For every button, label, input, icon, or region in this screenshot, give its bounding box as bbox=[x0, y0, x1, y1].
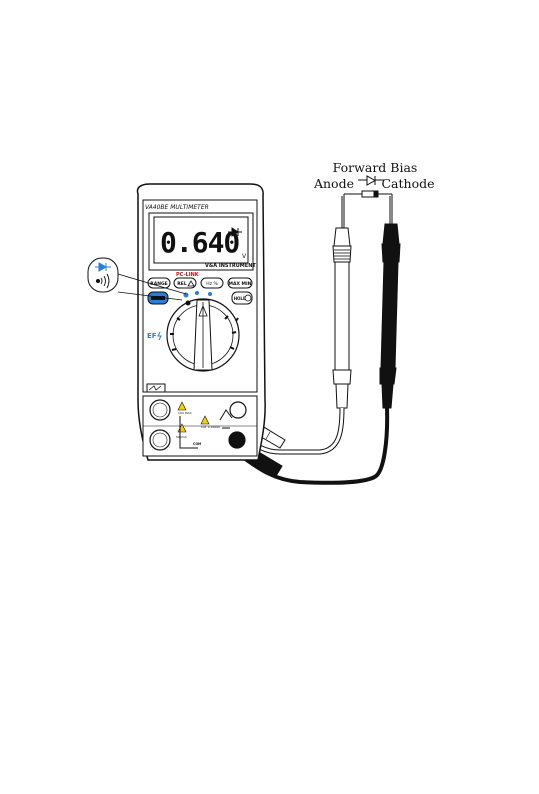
ef-label: EF bbox=[147, 332, 157, 340]
lcd-reading: 0.640 bbox=[160, 226, 239, 259]
meter-brand: V&A INSTRUMENT bbox=[205, 263, 256, 269]
hz-button-label: Hz % bbox=[206, 281, 218, 287]
jack-com-label: COM bbox=[193, 442, 201, 446]
jack-com bbox=[229, 432, 245, 448]
pc-link-label: PC-LINK bbox=[176, 272, 200, 278]
backlight-icon bbox=[245, 295, 251, 301]
jack-ma-label: 500mA bbox=[176, 435, 188, 439]
jack-10a-label: 10A MAX bbox=[178, 411, 192, 415]
caption-anode: Anode bbox=[313, 176, 354, 191]
maxmin-button-label: MAX MIN bbox=[229, 281, 252, 287]
rel-button-label: REL bbox=[177, 281, 187, 287]
multimeter: VA40BE MULTIMETER 0.640 V V&A INSTRUMENT… bbox=[138, 184, 266, 460]
caption-cathode: Cathode bbox=[381, 176, 434, 191]
caption-title: Forward Bias bbox=[333, 160, 418, 175]
jack-vohm bbox=[230, 402, 246, 418]
caption: Forward Bias Anode Cathode bbox=[313, 160, 435, 191]
callout-box bbox=[88, 258, 118, 292]
meter-model: VA40BE MULTIMETER bbox=[145, 204, 209, 211]
jack-vohm-label: CAT II 1000V bbox=[201, 425, 221, 429]
battery-icon bbox=[147, 384, 165, 392]
